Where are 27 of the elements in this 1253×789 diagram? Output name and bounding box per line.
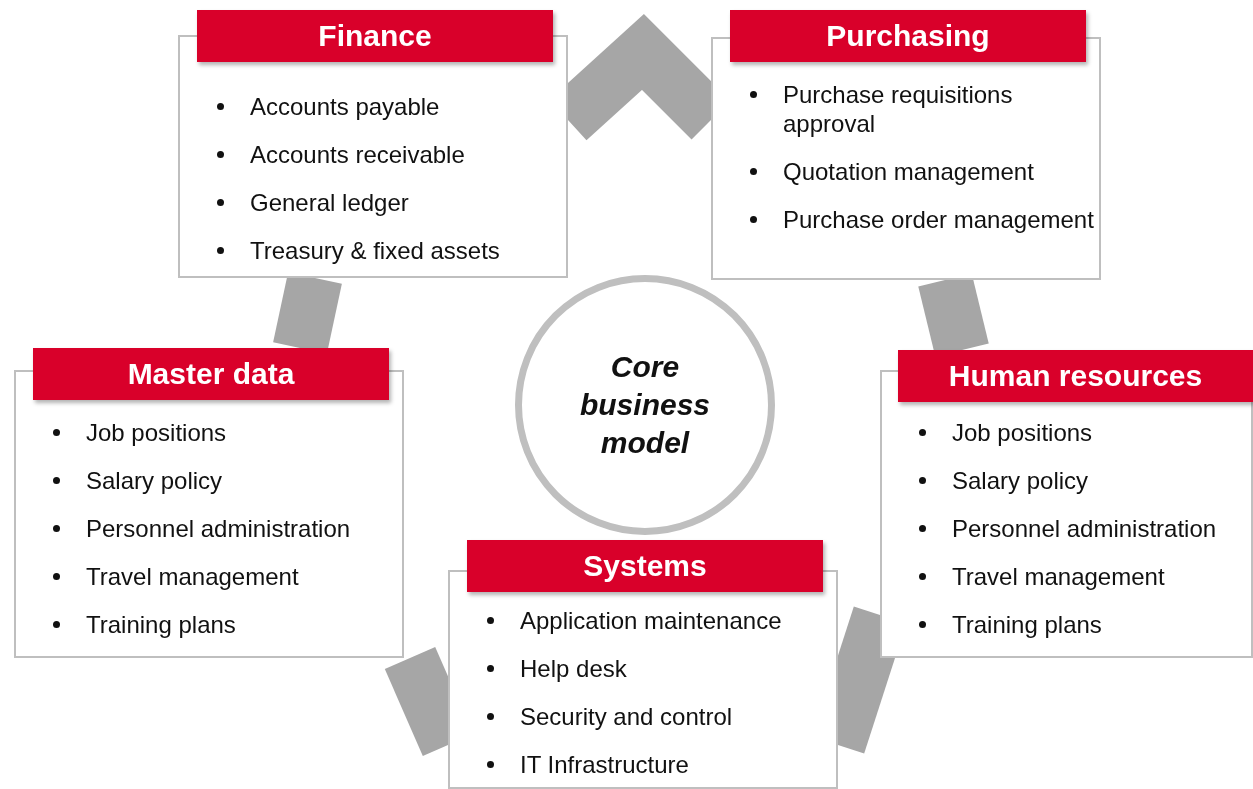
category-header: Finance [197,10,553,62]
bullet-item: Purchase requisitions approval [783,80,1014,138]
bullet-item: Training plans [952,610,1103,639]
bullet-item: Travel management [952,562,1166,591]
bullet-item: Job positions [86,418,228,447]
center-label: Core business model [578,349,712,461]
category-header: Purchasing [730,10,1086,62]
bullet-item: Purchase order management [783,205,1095,234]
bullet-item: Salary policy [86,466,224,495]
category-header: Human resources [898,350,1253,402]
bullet-item: Accounts receivable [250,140,466,169]
bullet-item: Security and control [520,702,734,731]
bullet-item: Help desk [520,654,628,683]
bullet-item: Personnel administration [86,514,352,543]
bullet-item: Treasury & fixed assets [250,236,501,265]
bullet-item: Accounts payable [250,92,441,121]
category-header: Systems [467,540,823,592]
bullet-item: Application maintenance [520,606,783,635]
bullet-item: Job positions [952,418,1094,447]
bullet-item: Personnel administration [952,514,1218,543]
bullet-item: Training plans [86,610,237,639]
bullet-item: IT Infrastructure [520,750,690,779]
bullet-item: Travel management [86,562,300,591]
category-header: Master data [33,348,389,400]
bullet-item: Quotation management [783,157,1035,186]
bullet-item: General ledger [250,188,410,217]
bullet-item: Salary policy [952,466,1090,495]
